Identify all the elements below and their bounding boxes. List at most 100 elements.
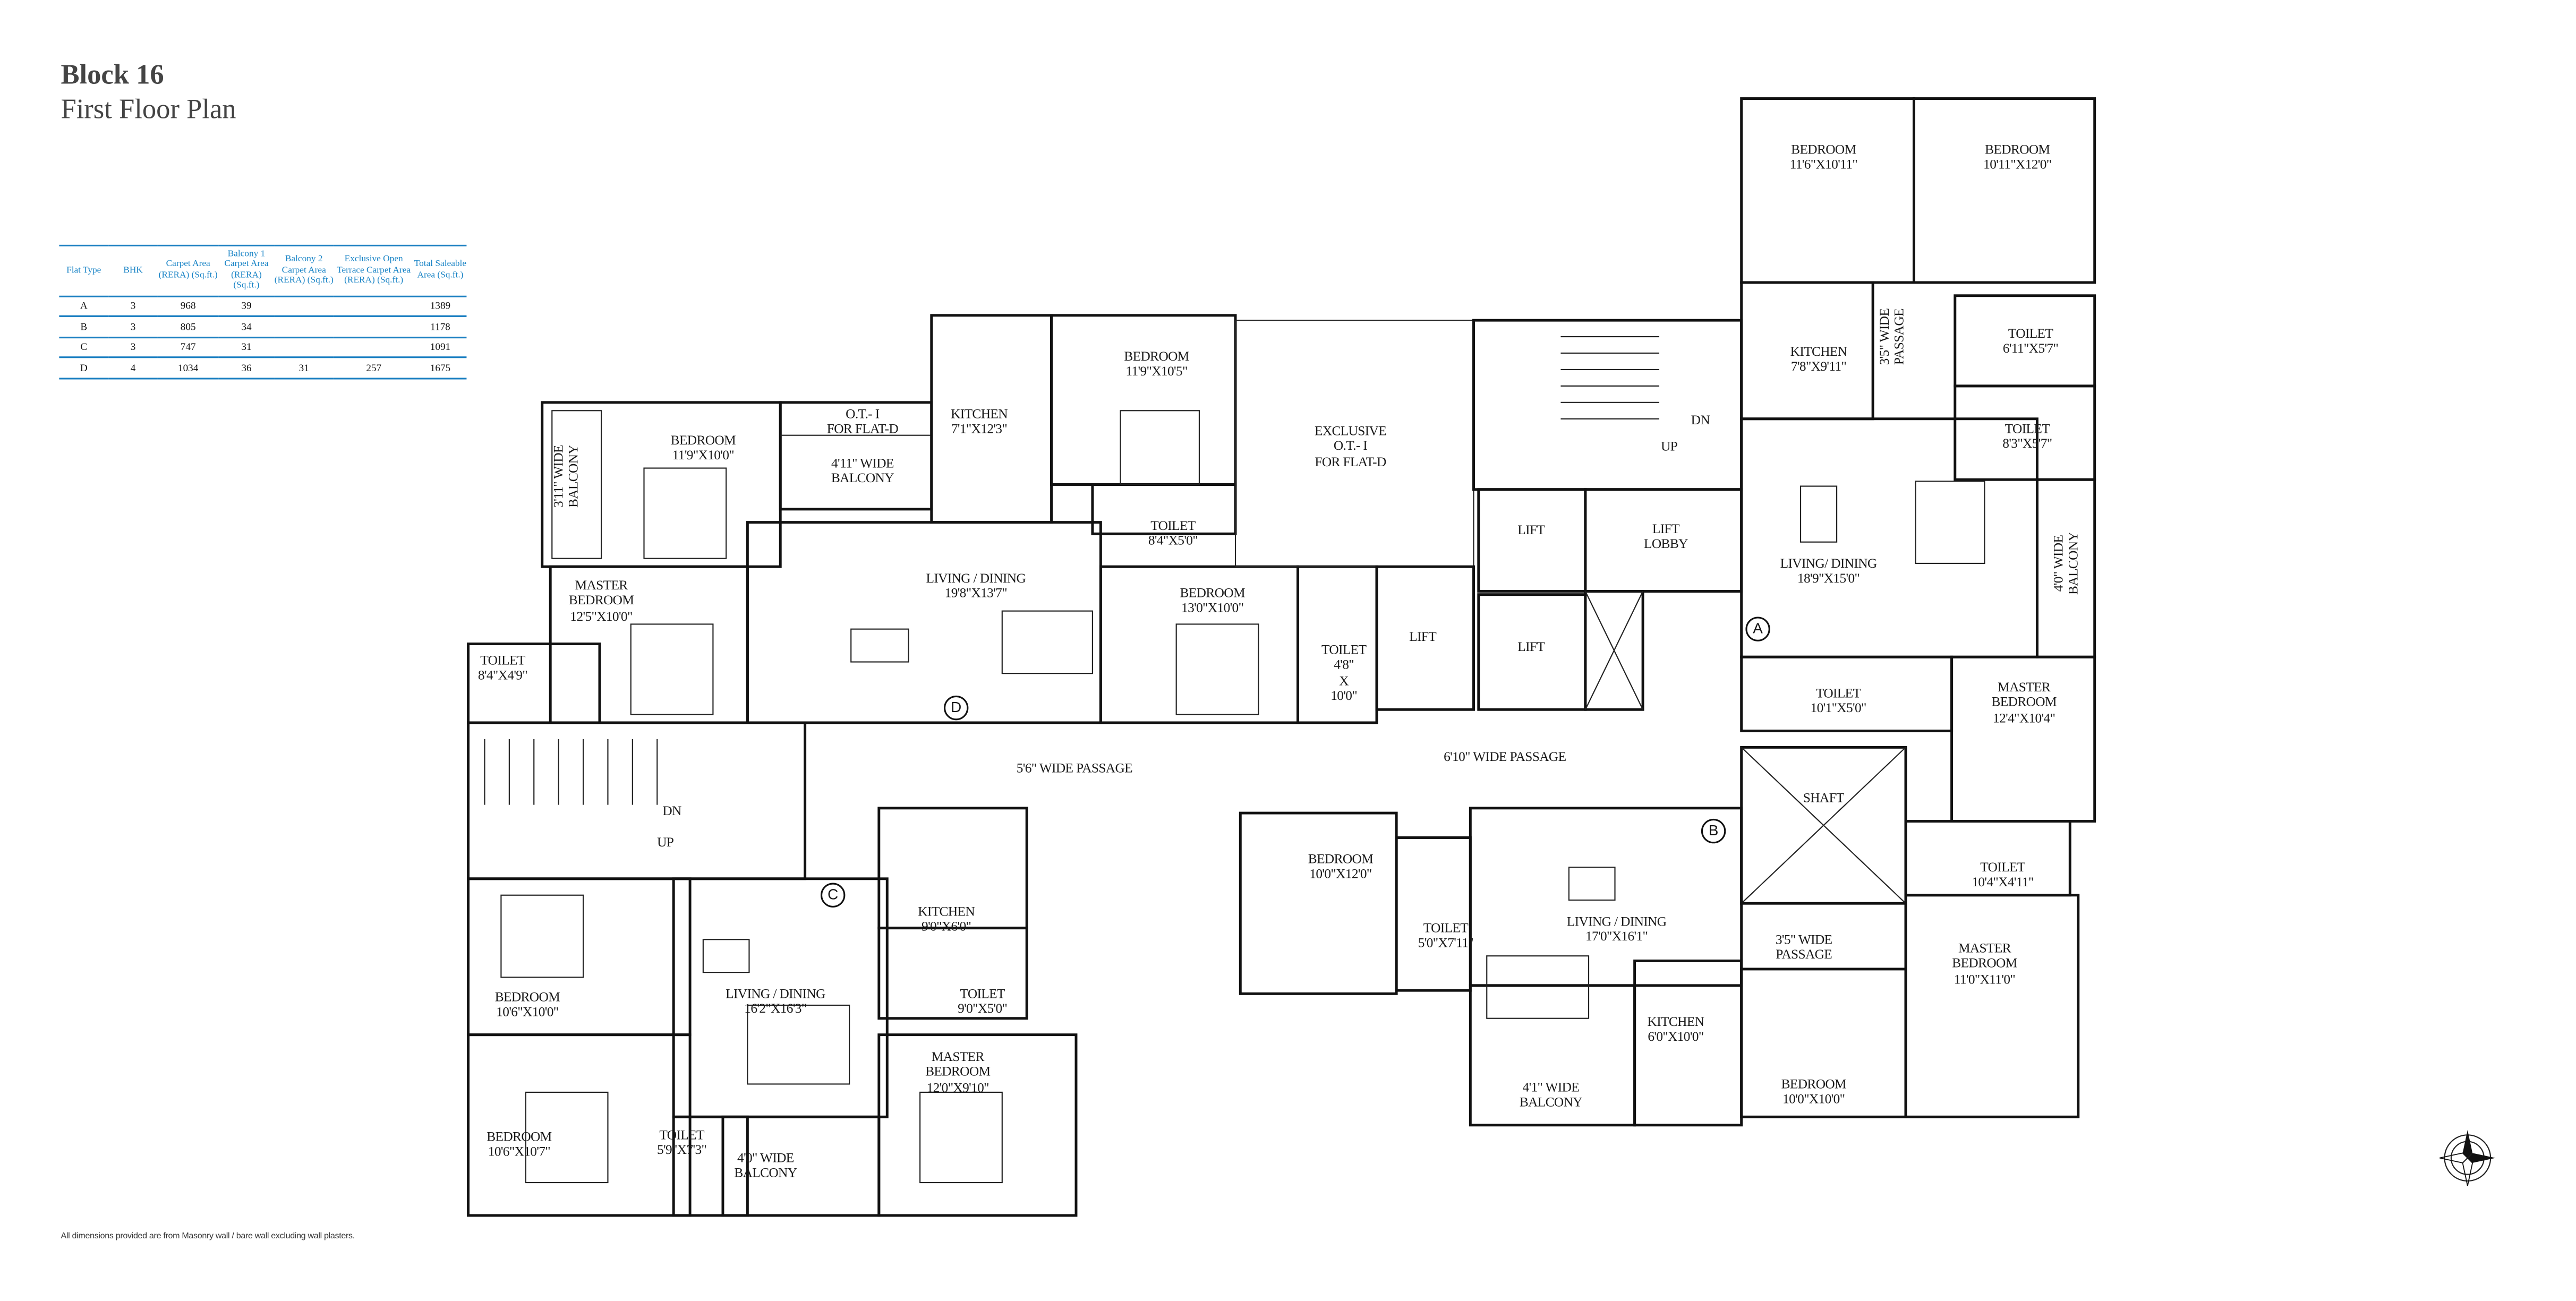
room-dimension: 10'6"X10'0" bbox=[496, 1005, 559, 1020]
room-dimension: 18'9"X15'0" bbox=[1797, 571, 1860, 587]
table-cell: 1389 bbox=[414, 296, 467, 318]
col-bhk: BHK bbox=[108, 244, 158, 297]
room-name: BEDROOM bbox=[494, 989, 560, 1005]
room-dimension: 12'5"X10'0" bbox=[570, 609, 633, 624]
col-balcony2: Balcony 2 Carpet Area (RERA) (Sq.ft.) bbox=[274, 244, 334, 297]
room-dimension: 11'9"X10'5" bbox=[1125, 364, 1188, 380]
table-cell: 4 bbox=[108, 358, 158, 380]
flat-a-walls bbox=[1740, 97, 2096, 905]
room-name: LIFT bbox=[1652, 521, 1680, 537]
table-cell bbox=[333, 316, 414, 338]
col-open-terrace: Exclusive Open Terrace Carpet Area (RERA… bbox=[333, 244, 414, 297]
table-cell: 3 bbox=[108, 316, 158, 338]
room-name: LIFT bbox=[1517, 523, 1545, 538]
room-name: 5'6" WIDE PASSAGE bbox=[1016, 761, 1133, 776]
room-name: LIFT bbox=[1409, 629, 1437, 645]
flat-a-label-shaft: SHAFT bbox=[1803, 790, 1845, 806]
room-name: 3'5" WIDE bbox=[1877, 308, 1892, 365]
room-dimension: BALCONY bbox=[831, 471, 894, 486]
room-name: MASTER bbox=[1958, 941, 2011, 956]
room-name: TOILET bbox=[1815, 686, 1861, 701]
room-dimension: 16'2"X16'3" bbox=[744, 1002, 807, 1017]
room-name: KITCHEN bbox=[1790, 344, 1847, 360]
room-name: 4'0" WIDE bbox=[2051, 535, 2066, 592]
room-dimension: BALCONY bbox=[2067, 532, 2082, 595]
flat-c-entry-marker: C bbox=[821, 883, 846, 908]
room-name: MASTER bbox=[1998, 680, 2051, 695]
flat-a-entry-marker: A bbox=[1745, 617, 1770, 641]
core-label-6-10-wide-passage: 6'10" WIDE PASSAGE bbox=[1444, 749, 1566, 765]
core-label-lift: LIFT bbox=[1409, 629, 1437, 645]
room-dimension: PASSAGE bbox=[1892, 309, 1908, 365]
table-cell: 805 bbox=[157, 316, 219, 338]
room-name: LIVING / DINING bbox=[926, 571, 1026, 586]
table-cell: 3 bbox=[108, 337, 158, 359]
room-dimension: LOBBY bbox=[1644, 537, 1688, 552]
room-dimension: BEDROOM bbox=[1952, 956, 2017, 971]
room-dimension: 4'8" bbox=[1334, 658, 1354, 673]
room-name: BEDROOM bbox=[1124, 349, 1189, 364]
room-name: SHAFT bbox=[1803, 790, 1845, 806]
room-name: 3'11" WIDE bbox=[551, 445, 566, 508]
room-name: DN bbox=[1691, 413, 1710, 428]
plan-subtitle: First Floor Plan bbox=[61, 93, 236, 125]
room-dimension: 19'8"X13'7" bbox=[944, 586, 1008, 602]
room-dimension: 8'3"X5'7" bbox=[2002, 436, 2052, 452]
room-dimension: 10'4"X4'11" bbox=[1972, 875, 2034, 891]
room-name: 4'11" WIDE bbox=[831, 456, 894, 471]
core-label-dn: DN bbox=[662, 803, 681, 819]
room-dimension: 10'0"X10'0" bbox=[1782, 1092, 1845, 1107]
core-label-5-6-wide-passage: 5'6" WIDE PASSAGE bbox=[1016, 761, 1133, 776]
room-dimension: 12'4"X10'4" bbox=[1993, 711, 2055, 726]
room-name: DN bbox=[662, 803, 681, 819]
room-dimension: 10'0" bbox=[1330, 689, 1358, 704]
table-cell bbox=[333, 296, 414, 318]
room-dimension: 10'1"X5'0" bbox=[1810, 701, 1867, 716]
room-dimension: 17'0"X16'1" bbox=[1585, 929, 1648, 945]
room-dimension: BALCONY bbox=[567, 444, 582, 508]
room-dimension: PASSAGE bbox=[1776, 947, 1832, 963]
room-dimension: 13'0"X10'0" bbox=[1181, 601, 1244, 616]
room-dimension: 6'0"X10'0" bbox=[1648, 1030, 1704, 1045]
flat-c-walls bbox=[467, 807, 1078, 1217]
room-name: TOILET bbox=[1980, 860, 2025, 875]
room-name: 6'10" WIDE PASSAGE bbox=[1444, 749, 1566, 765]
room-name: TOILET bbox=[960, 986, 1005, 1002]
col-balcony1: Balcony 1 Carpet Area (RERA) (Sq.ft.) bbox=[218, 244, 275, 297]
table-cell: 1034 bbox=[157, 358, 219, 380]
flat-b-entry-marker: B bbox=[1701, 818, 1726, 844]
table-cell bbox=[274, 337, 334, 359]
room-dimension: 5'9"X7'3" bbox=[657, 1143, 707, 1158]
flat-d-entry-marker: D bbox=[943, 695, 969, 721]
room-dimension: 8'4"X4'9" bbox=[477, 668, 528, 683]
room-name: BEDROOM bbox=[1308, 852, 1374, 867]
room-name: LIVING / DINING bbox=[1566, 914, 1667, 929]
footnote: All dimensions provided are from Masonry… bbox=[61, 1231, 355, 1242]
